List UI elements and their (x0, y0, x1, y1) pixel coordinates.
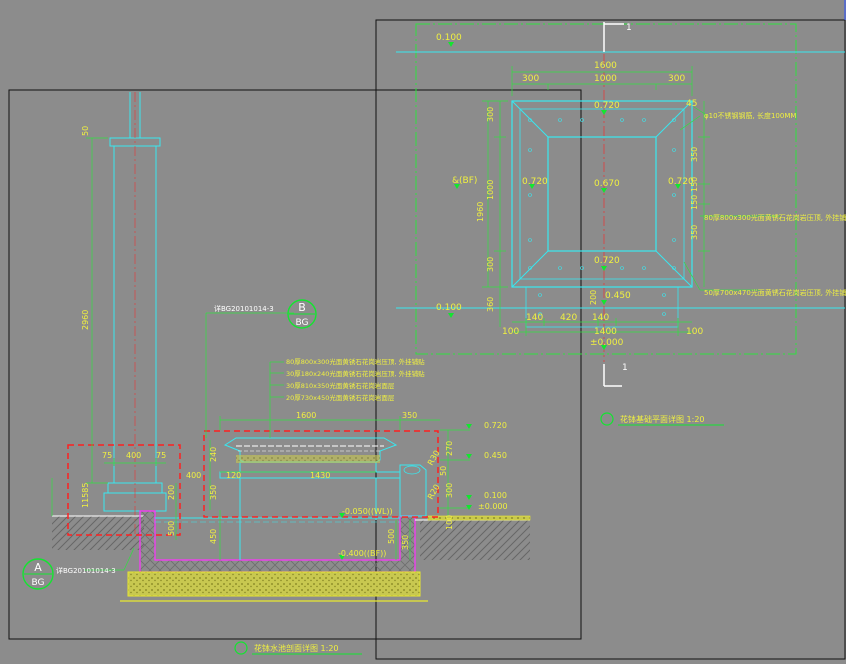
plan-dim-left-total: 1960 (476, 202, 485, 222)
callout-b-letter: B (298, 301, 306, 314)
dim-wall-b: 350 (209, 485, 218, 500)
plan-elev-center: 0.670 (594, 179, 620, 189)
dim-pool-width: 1600 (296, 411, 316, 420)
dim-col-top: 50 (81, 126, 90, 136)
plan-dim-bot-e: 200 (589, 290, 598, 305)
plan-dim-bot-a: 100 (502, 327, 519, 337)
callout-b-sheet: BG (296, 318, 309, 328)
elev-000: ±0.000 (478, 502, 508, 511)
elev-450: 0.450 (484, 451, 507, 460)
plan-dim-top-c: 300 (668, 74, 685, 84)
plan-elev-ground: ±0.000 (590, 338, 624, 348)
dim-wall-c: 120 (226, 471, 241, 480)
dim-wall-a: 240 (209, 447, 218, 462)
elev-bf: -0.400((BF)) (338, 549, 386, 558)
dim-base-c: 75 (156, 451, 166, 460)
plan-title: 花钵基础平面详图 1:20 (620, 414, 705, 424)
dim-base-b: 400 (126, 451, 141, 460)
plan-dim-bot-d: 140 (592, 313, 609, 323)
layer-note-3: 30厚810x350光面黄锈石花岗岩面层 (286, 381, 395, 390)
plan-dim-bot-total: 1400 (594, 327, 617, 337)
detail-box-a (67, 444, 181, 536)
plan-dim-top-a: 300 (522, 74, 539, 84)
plan-dim-overall: 1600 (594, 61, 617, 71)
plan-title-marker-icon (600, 412, 614, 426)
section-title: 花钵水池剖面详图 1:20 (254, 643, 339, 653)
plan-elev-step: 0.450 (605, 291, 631, 301)
dim-base-h: 200 (167, 485, 176, 500)
plan-elev-tl: 0.100 (436, 33, 462, 43)
plan-dim-left-c: 300 (486, 257, 495, 272)
plan-dim-left-a: 300 (486, 107, 495, 122)
callout-a-ref: 详BG20101014-3 (56, 566, 116, 575)
dim-col-height: 2960 (81, 310, 90, 330)
dim-350b: 350 (401, 535, 410, 550)
dim-300: 300 (445, 483, 454, 498)
callout-a-letter: A (34, 561, 42, 574)
dim-pool-right: 350 (402, 411, 417, 420)
callout-a-icon (22, 558, 54, 590)
plan-elev-bl: 0.100 (436, 303, 462, 313)
callout-b-ref: 详BG20101014-3 (214, 304, 274, 313)
callout-b-icon (287, 299, 317, 329)
plan-dim-left-d: 360 (486, 297, 495, 312)
plan-note-3: 50厚700x470光面黄锈石花岗岩压顶, 外挂铺贴 (704, 288, 846, 297)
section-view: B BG A BG 详BG20101014-3 详BG20101014-3 80… (22, 92, 531, 655)
dim-450: 450 (209, 529, 218, 544)
elev-720: 0.720 (484, 421, 507, 430)
plan-dim-right-b: 150 (690, 177, 699, 192)
dim-500: 500 (167, 521, 176, 536)
layer-note-2: 30厚180x240光面黄锈石花岗岩压顶, 外挂铺贴 (286, 369, 425, 378)
plan-section-label-top: 1 (626, 23, 632, 33)
plan-elev-left: 0.720 (522, 177, 548, 187)
plan-section-label-bottom: 1 (622, 363, 628, 373)
plan-frame (375, 19, 846, 660)
layer-note-4: 20厚730x450光面黄锈石花岗岩面层 (286, 393, 395, 402)
layer-note-1: 80厚800x300光面黄锈石花岗岩压顶, 外挂铺贴 (286, 357, 425, 366)
dim-r30: R30 (426, 449, 442, 467)
plan-dim-bot-b: 140 (526, 313, 543, 323)
section-title-marker-icon (234, 641, 248, 655)
plan-dim-right-a: 350 (690, 147, 699, 162)
plan-dim-left-b: 1000 (486, 180, 495, 200)
dim-inner: 1430 (310, 471, 330, 480)
plan-corner-tag: 45 (686, 99, 697, 109)
plan-dim-bot-c: 420 (560, 313, 577, 323)
dim-left-400: 400 (186, 471, 201, 480)
plan-note-1: φ10不锈钢钢筋, 长度100MM (704, 111, 796, 120)
dim-500b: 500 (387, 529, 396, 544)
plan-dim-right-d: 350 (690, 225, 699, 240)
plan-note-2: 80厚800x300光面黄锈石花岗岩压顶, 外挂铺贴 (704, 213, 846, 222)
dim-r20: R20 (426, 483, 442, 501)
plan-dim-bot-f: 100 (686, 327, 703, 337)
plan-elev-bottom: 0.720 (594, 256, 620, 266)
plan-side-label: &(BF) (452, 176, 477, 186)
dim-100: 100 (445, 515, 454, 530)
dim-base-a: 75 (102, 451, 112, 460)
plan-view: 0.100 0.100 0.720 0.720 0.670 0.720 0.72… (396, 22, 846, 426)
dim-270: 270 (445, 441, 454, 456)
elev-100: 0.100 (484, 491, 507, 500)
plan-elev-top: 0.720 (594, 101, 620, 111)
dim-50: 50 (439, 466, 448, 476)
section-frame (8, 89, 582, 640)
plan-dim-right-c: 150 (690, 195, 699, 210)
elev-wl: -0.050((WL)) (342, 507, 393, 516)
plan-elev-right: 0.720 (668, 177, 694, 187)
plan-dim-top-b: 1000 (594, 74, 617, 84)
dim-col-base: 11585 (81, 483, 90, 508)
callout-a-sheet: BG (32, 578, 45, 588)
